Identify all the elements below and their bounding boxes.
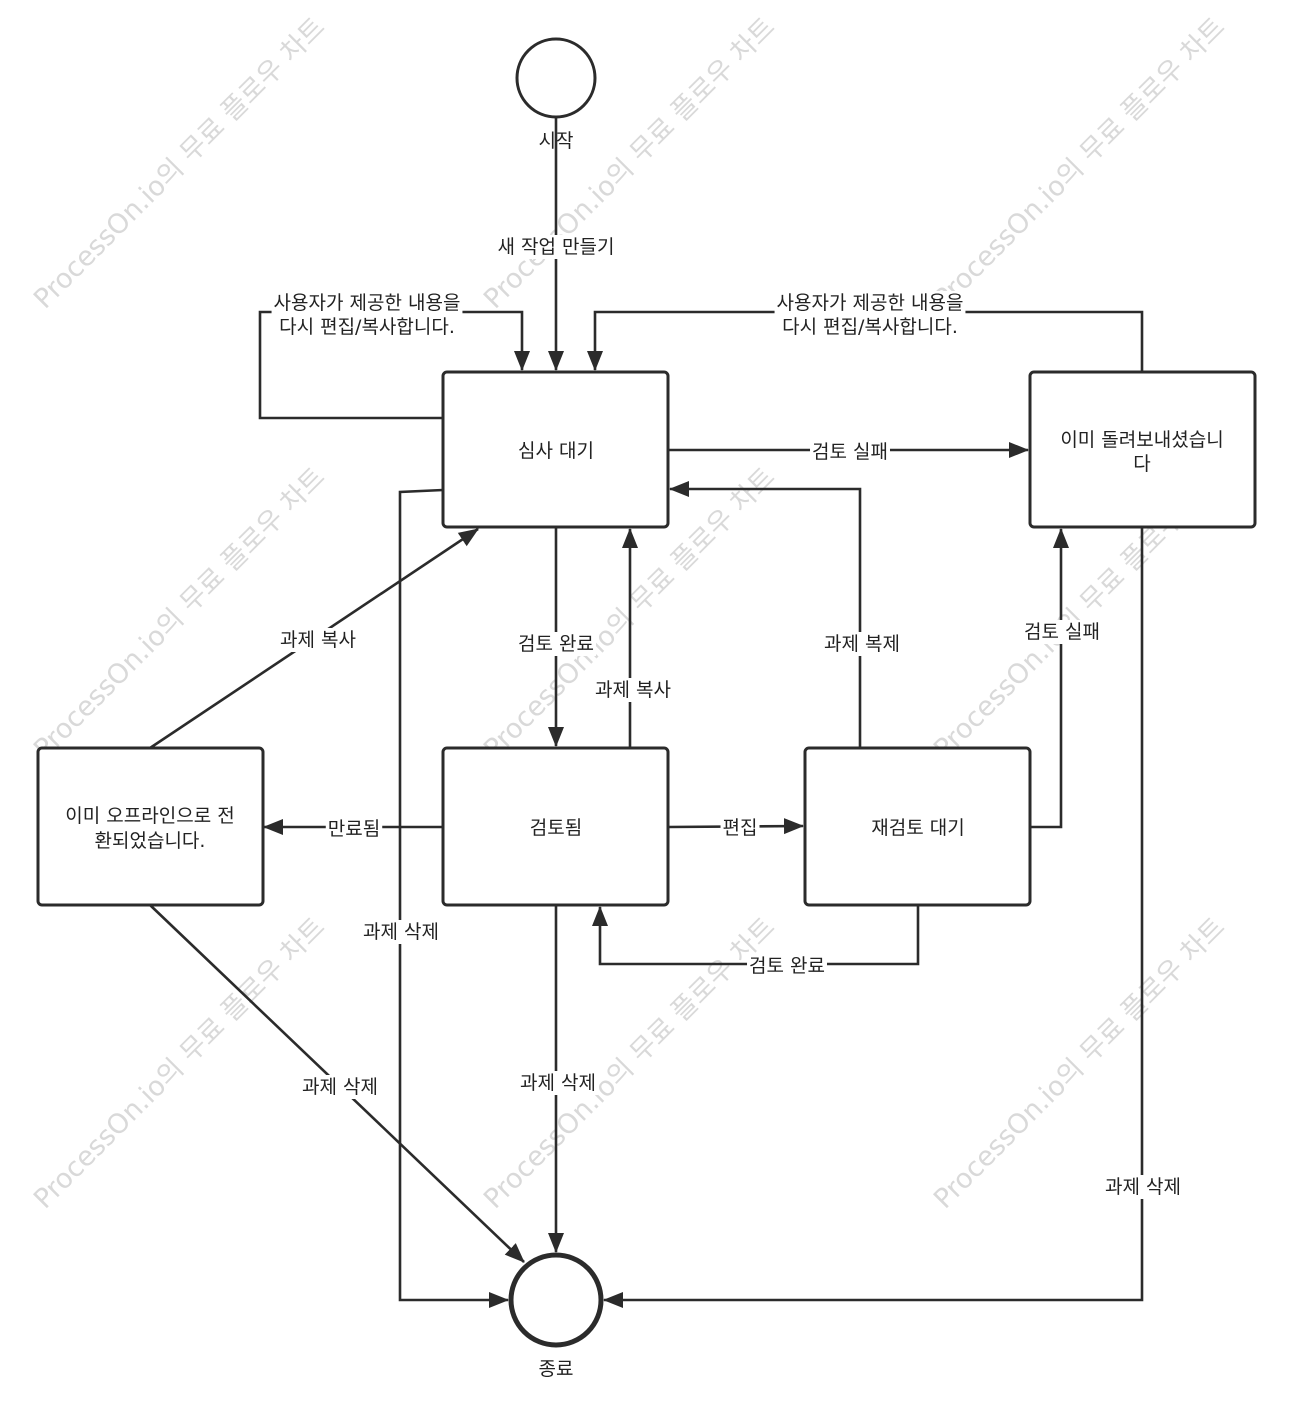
watermark-text: ProcessOn.io의 무료 플로우 차트	[28, 462, 331, 765]
watermark-text: ProcessOn.io의 무료 플로우 차트	[28, 912, 331, 1215]
edge-delete-right[interactable]	[603, 527, 1144, 1308]
edge-label-background	[780, 315, 960, 339]
node-pending-rereview[interactable]	[803, 746, 1032, 907]
node-returned[interactable]	[1028, 370, 1257, 529]
edge-label-delete-offline: 과제 삭제	[302, 1076, 378, 1098]
edge-label-reedit-right-line1: 사용자가 제공한 내용을	[777, 292, 964, 314]
returned-label-line2: 다	[1133, 453, 1150, 475]
edge-label-background	[822, 632, 902, 656]
edge-label-background	[774, 291, 966, 315]
pending-review-label: 심사 대기	[518, 440, 594, 462]
edge-label-expired: 만료됨	[328, 818, 380, 840]
node-reviewed[interactable]	[441, 746, 670, 907]
edge-label-reedit-right-line2: 다시 편집/복사합니다.	[782, 316, 958, 338]
edge-label-reedit-left-line2: 다시 편집/복사합니다.	[279, 316, 455, 338]
node-pending-review[interactable]	[441, 370, 670, 529]
edge-label-background	[1103, 1175, 1183, 1199]
edge-label-delete-left: 과제 삭제	[363, 921, 439, 943]
edge-label-background	[300, 1075, 380, 1099]
watermark-text: ProcessOn.io의 무료 플로우 차트	[928, 912, 1231, 1215]
watermark-text: ProcessOn.io의 무료 플로우 차트	[928, 12, 1231, 315]
edge-label-background	[278, 628, 358, 652]
nodes	[36, 37, 1257, 1348]
start-node[interactable]	[515, 37, 597, 119]
edge-label-background	[593, 678, 673, 702]
edge-label-background	[495, 235, 617, 259]
edge-label-delete-right: 과제 삭제	[1105, 1176, 1181, 1198]
edge-label-task-duplicate: 과제 복제	[824, 633, 900, 655]
edge-label-background	[747, 954, 827, 978]
edge-label-reedit-left-line1: 사용자가 제공한 내용을	[274, 292, 461, 314]
end-label: 종료	[539, 1358, 574, 1380]
edge-label-task-copy-offline: 과제 복사	[280, 629, 356, 651]
edge-label-background	[361, 920, 441, 944]
edge-label-edit: 편집	[723, 817, 758, 839]
watermark-text: ProcessOn.io의 무료 플로우 차트	[478, 912, 781, 1215]
start-label: 시작	[539, 130, 574, 152]
edge-label-background	[1022, 620, 1102, 644]
edge-label-review-failed-top: 검토 실패	[812, 441, 888, 463]
edge-delete-left[interactable]	[398, 488, 509, 1308]
edge-label-background	[277, 315, 457, 339]
edge-label-background	[271, 291, 463, 315]
end-node[interactable]	[508, 1252, 604, 1348]
watermark-text: ProcessOn.io의 무료 플로우 차트	[28, 12, 331, 315]
offline-label-line2: 환되었습니다.	[95, 830, 206, 852]
edge-task-duplicate[interactable]	[669, 481, 862, 748]
edge-reedit-left[interactable]	[258, 310, 530, 420]
edge-label-create-task: 새 작업 만들기	[498, 236, 615, 258]
edge-label-background	[810, 440, 890, 464]
edge-label-delete-center: 과제 삭제	[520, 1072, 596, 1094]
node-labels: 시작 종료 심사 대기 이미 돌려보내셨습니 다 검토됨 재검토 대기 이미 오…	[65, 130, 1223, 1380]
offline-label-line1: 이미 오프라인으로 전	[65, 805, 234, 827]
reviewed-label: 검토됨	[530, 817, 582, 839]
node-offline[interactable]	[36, 746, 265, 907]
edge-label-background	[325, 817, 383, 841]
edge-label-background	[518, 1071, 598, 1095]
pending-rereview-label: 재검토 대기	[871, 817, 964, 839]
edge-label-review-failed-side: 검토 실패	[1024, 621, 1100, 643]
edge-label-background	[516, 632, 596, 656]
edge-labels: 새 작업 만들기 사용자가 제공한 내용을 다시 편집/복사합니다. 사용자가 …	[271, 235, 1183, 1199]
edge-label-review-complete-down: 검토 완료	[518, 633, 594, 655]
edge-label-task-copy-up: 과제 복사	[595, 679, 671, 701]
returned-label-line1: 이미 돌려보내셨습니	[1060, 429, 1223, 451]
edge-label-review-complete-bottom: 검토 완료	[749, 955, 825, 977]
edge-label-background	[720, 816, 760, 840]
